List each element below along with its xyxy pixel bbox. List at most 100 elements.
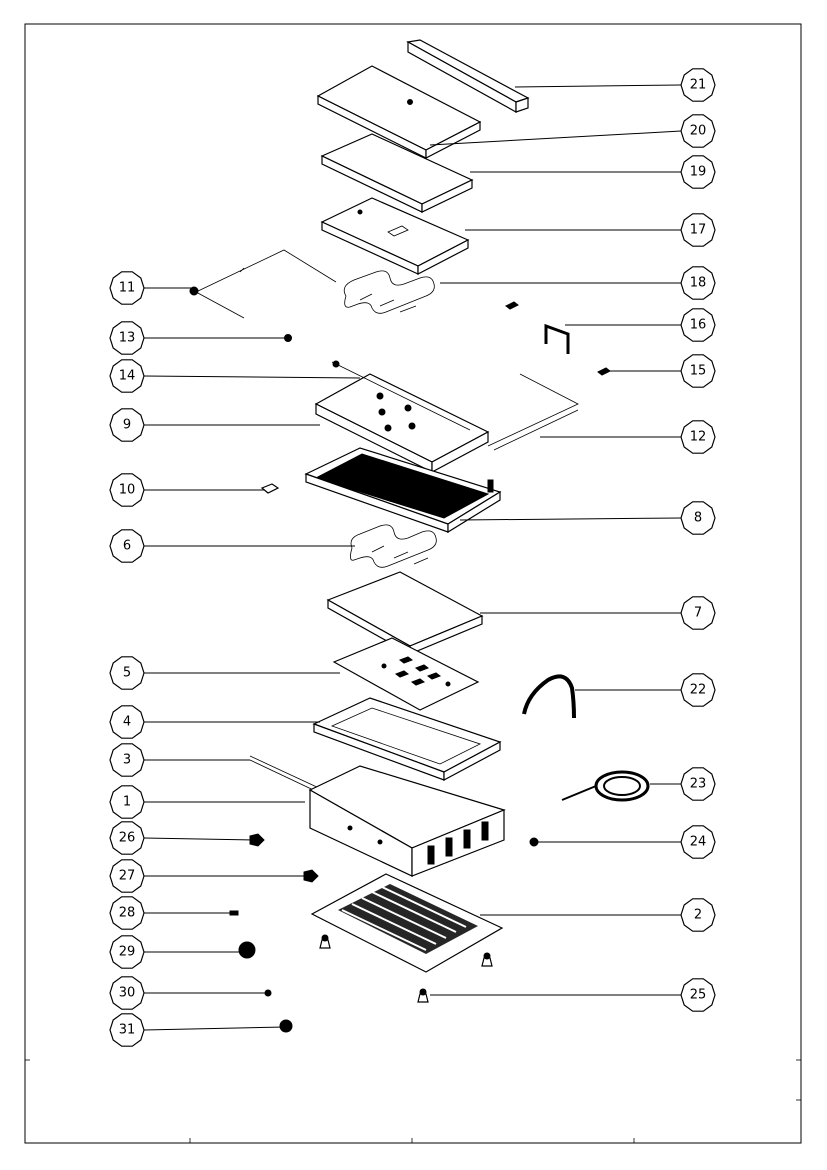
callout-20: 20 bbox=[680, 114, 716, 148]
callout-label: 11 bbox=[119, 281, 136, 296]
callout-1: 1 bbox=[109, 785, 145, 819]
callout-balloon-shape bbox=[680, 114, 716, 148]
callout-26: 26 bbox=[109, 821, 145, 855]
part-27-fitting bbox=[303, 869, 319, 883]
part-23-cable bbox=[561, 770, 650, 802]
part-6-heating-element bbox=[350, 524, 437, 568]
callout-14: 14 bbox=[109, 359, 145, 393]
part-8-grill bbox=[304, 447, 502, 534]
callout-label: 7 bbox=[694, 606, 702, 621]
part-12-side-frame bbox=[487, 373, 579, 451]
leader-line-21 bbox=[514, 84, 682, 88]
callout-balloon-shape bbox=[680, 213, 716, 247]
callout-7: 7 bbox=[680, 596, 716, 630]
callout-label: 18 bbox=[690, 276, 707, 291]
parts-illustration bbox=[189, 39, 650, 1033]
callout-label: 20 bbox=[690, 124, 707, 139]
callout-3: 3 bbox=[109, 743, 145, 777]
callout-label: 28 bbox=[119, 906, 136, 921]
callout-4: 4 bbox=[109, 705, 145, 739]
callout-13: 13 bbox=[109, 321, 145, 355]
callout-label: 30 bbox=[119, 986, 136, 1001]
callout-22: 22 bbox=[680, 673, 716, 707]
callout-10: 10 bbox=[109, 473, 145, 507]
callout-balloon-shape bbox=[109, 321, 145, 355]
callout-label: 1 bbox=[123, 795, 131, 810]
callout-label: 24 bbox=[690, 835, 707, 850]
callout-label: 8 bbox=[694, 511, 702, 526]
part-26-fitting bbox=[249, 833, 265, 847]
callout-9: 9 bbox=[109, 408, 145, 442]
callout-balloon-shape bbox=[109, 271, 145, 305]
callout-balloon-shape bbox=[109, 1013, 145, 1047]
callout-balloon-shape bbox=[109, 705, 145, 739]
callout-balloon-shape bbox=[680, 825, 716, 859]
callout-label: 29 bbox=[119, 945, 136, 960]
callout-label: 4 bbox=[123, 715, 131, 730]
callout-25: 25 bbox=[680, 978, 716, 1012]
callout-label: 14 bbox=[119, 369, 136, 384]
callout-balloon-shape bbox=[109, 821, 145, 855]
callout-31: 31 bbox=[109, 1013, 145, 1047]
callout-18: 18 bbox=[680, 266, 716, 300]
callout-balloon-shape bbox=[109, 473, 145, 507]
callout-balloon-shape bbox=[680, 596, 716, 630]
leader-line-20 bbox=[429, 130, 682, 146]
callout-balloon-shape bbox=[109, 408, 145, 442]
part-7-plate bbox=[326, 571, 484, 656]
callout-label: 22 bbox=[690, 683, 707, 698]
callout-balloon-shape bbox=[109, 859, 145, 893]
callout-29: 29 bbox=[109, 935, 145, 969]
callout-balloon-shape bbox=[680, 420, 716, 454]
callout-label: 25 bbox=[690, 988, 707, 1003]
callout-28: 28 bbox=[109, 896, 145, 930]
leader-lines bbox=[143, 84, 682, 1031]
part-14-rod bbox=[331, 361, 471, 431]
part-16-bracket bbox=[544, 323, 570, 354]
callout-balloon-shape bbox=[680, 767, 716, 801]
callout-label: 16 bbox=[690, 318, 707, 333]
part-2-grate bbox=[310, 873, 504, 973]
callout-label: 21 bbox=[690, 78, 707, 93]
callout-8: 8 bbox=[680, 501, 716, 535]
callout-12: 12 bbox=[680, 420, 716, 454]
callout-label: 5 bbox=[123, 666, 131, 681]
part-1-base-housing bbox=[308, 765, 506, 877]
part-4-frame bbox=[312, 697, 502, 782]
callout-label: 31 bbox=[119, 1023, 136, 1038]
callout-19: 19 bbox=[680, 155, 716, 189]
part-31-cap bbox=[279, 1019, 293, 1033]
callout-balloon-shape bbox=[680, 308, 716, 342]
callout-balloon-shape bbox=[109, 785, 145, 819]
callout-24: 24 bbox=[680, 825, 716, 859]
callout-balloon-shape bbox=[680, 68, 716, 102]
callout-balloon-shape bbox=[109, 529, 145, 563]
callout-27: 27 bbox=[109, 859, 145, 893]
callout-balloon-shape bbox=[109, 656, 145, 690]
callout-balloon-shape bbox=[680, 354, 716, 388]
callout-30: 30 bbox=[109, 976, 145, 1010]
callout-6: 6 bbox=[109, 529, 145, 563]
part-29-knob bbox=[238, 941, 256, 959]
callout-label: 2 bbox=[694, 908, 702, 923]
part-9-upper-chassis bbox=[314, 373, 490, 474]
leader-line-8 bbox=[459, 517, 682, 521]
callout-balloon-shape bbox=[109, 976, 145, 1010]
callout-label: 23 bbox=[690, 777, 707, 792]
callout-2: 2 bbox=[680, 898, 716, 932]
callout-balloon-shape bbox=[109, 935, 145, 969]
callout-balloon-shape bbox=[109, 896, 145, 930]
callout-label: 3 bbox=[123, 753, 131, 768]
callout-label: 19 bbox=[690, 165, 707, 180]
callout-11: 11 bbox=[109, 271, 145, 305]
part-18-heating-element bbox=[343, 270, 435, 314]
part-22-hose bbox=[522, 674, 576, 719]
drawing-frame bbox=[24, 23, 802, 1144]
callout-label: 17 bbox=[690, 223, 707, 238]
small-fitting bbox=[505, 301, 519, 310]
callout-label: 15 bbox=[690, 364, 707, 379]
callout-label: 26 bbox=[119, 831, 136, 846]
callout-balloon-shape bbox=[680, 673, 716, 707]
callout-balloon-shape bbox=[680, 898, 716, 932]
part-17-tray bbox=[320, 197, 470, 275]
